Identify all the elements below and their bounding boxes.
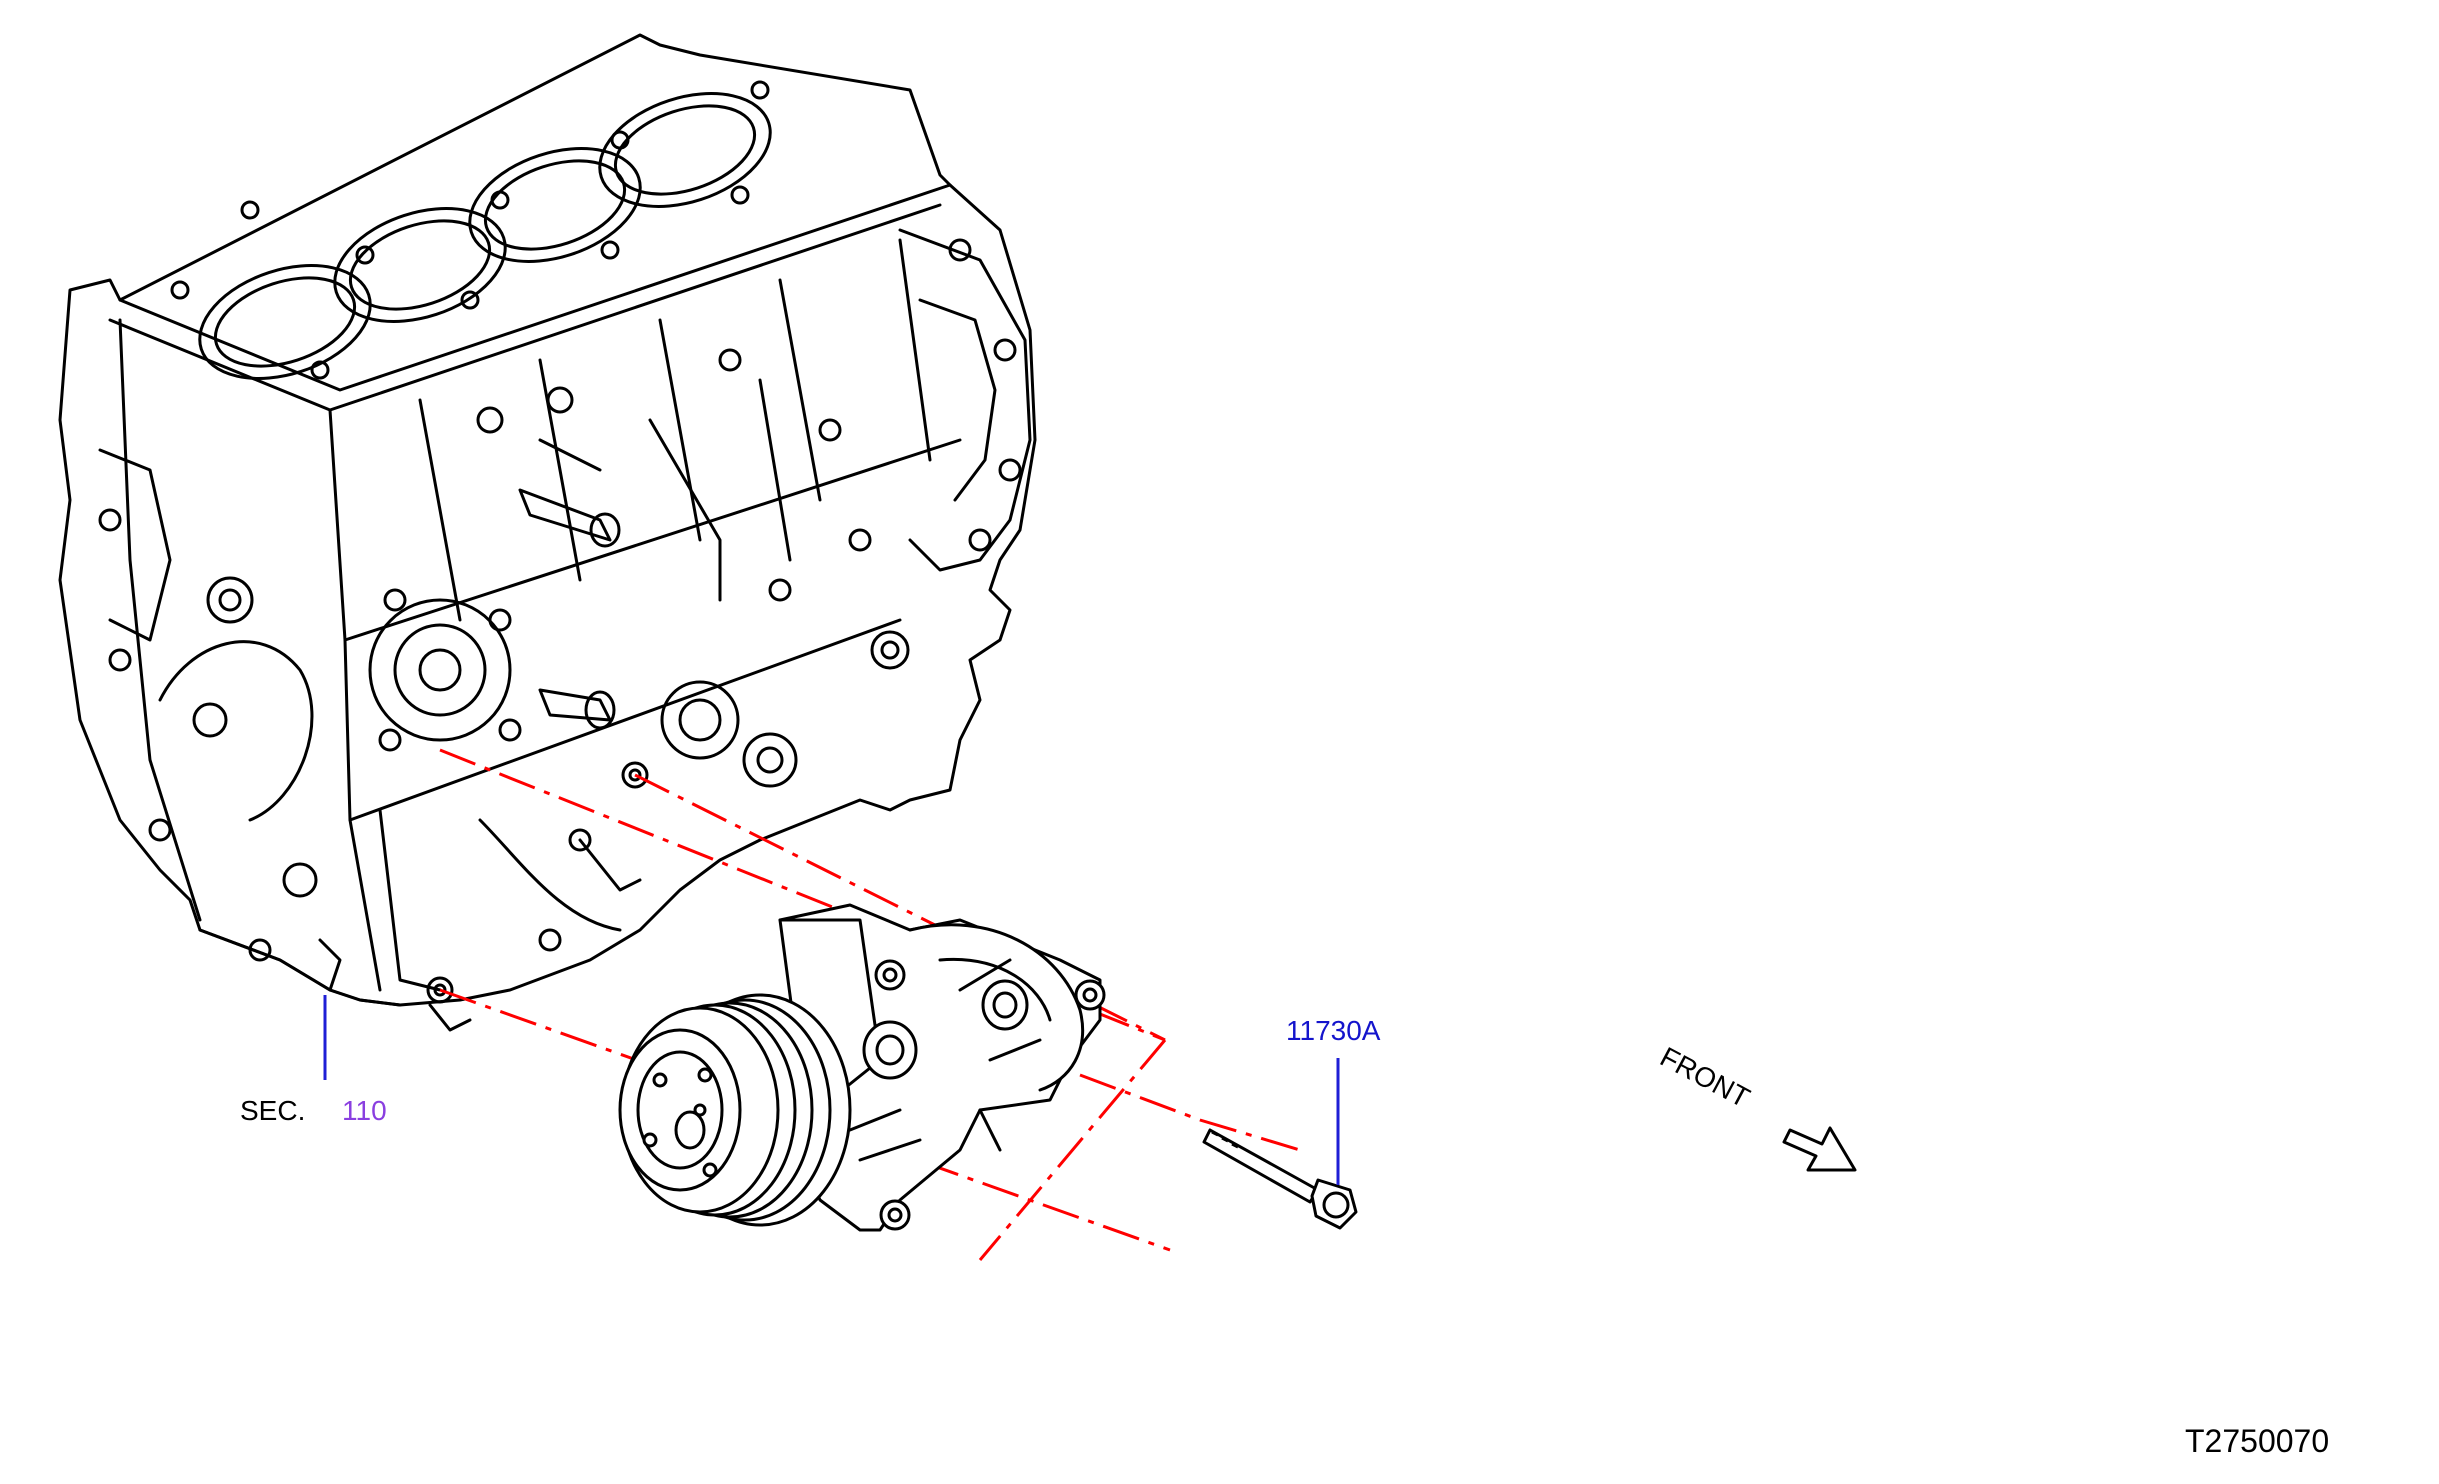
front-direction-label: FRONT <box>1655 1041 1755 1114</box>
bolt-icon <box>1202 1128 1358 1230</box>
ac-compressor-icon <box>618 903 1106 1232</box>
sec-number-link[interactable]: 110 <box>342 1095 387 1126</box>
engine-block-icon <box>58 33 1037 1032</box>
drawing-id: T2750070 <box>2185 1423 2329 1459</box>
part-number-link[interactable]: 11730A <box>1286 1015 1381 1046</box>
front-arrow-icon <box>1782 1126 1857 1172</box>
sec-prefix-label: SEC. <box>240 1095 305 1126</box>
